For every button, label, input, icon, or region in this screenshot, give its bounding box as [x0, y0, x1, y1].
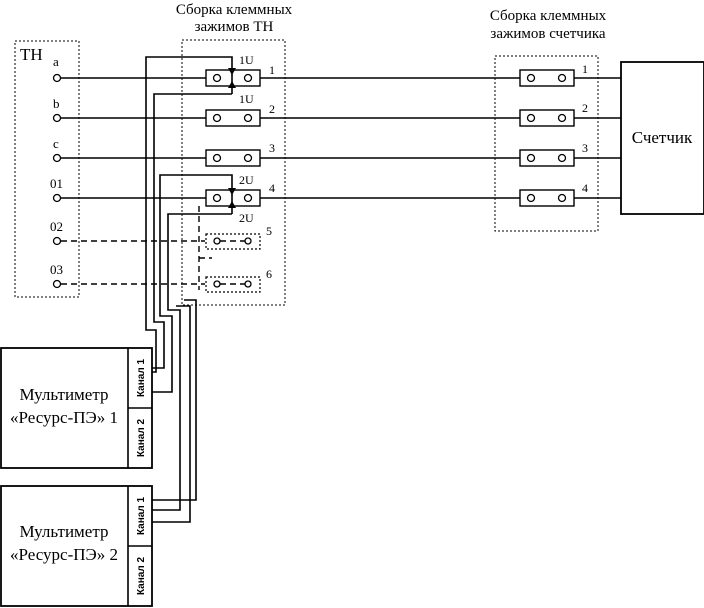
tn-label: ТН [20, 45, 43, 64]
tn-block-title-line1: Сборка клеммных [176, 2, 293, 18]
meter-terminal-2-left-screw [526, 113, 536, 123]
meter-terminal-4 [519, 189, 575, 207]
meter-terminal-2-number: 2 [582, 101, 588, 115]
meter-terminal-2-right-screw [557, 113, 567, 123]
tn-terminal-6-left-screw [213, 280, 221, 288]
meter-terminal-1-right-screw [557, 73, 567, 83]
tn-terminal-a-label: a [53, 54, 59, 69]
tn-terminal-2-left-screw [212, 113, 222, 123]
lead-2u-a [151, 174, 233, 393]
tag-1u-bottom: 1U [239, 92, 254, 106]
tag-1u-top: 1U [239, 53, 254, 67]
multimeter-2-channel-2: Канал 2 [136, 557, 147, 596]
lead-1u-a [145, 56, 233, 373]
probe-2u-arrow-down [228, 188, 236, 195]
multimeter-1 [0, 347, 153, 469]
meter-terminal-1-left-screw [526, 73, 536, 83]
tn-terminal-5-left-screw [213, 237, 221, 245]
multimeter-1-channel-2: Канал 2 [136, 419, 147, 458]
meter-terminal-3 [519, 149, 575, 167]
tn-terminal-b-label: b [53, 96, 60, 111]
tn-terminal-6-number: 6 [266, 267, 272, 281]
meter-terminal-4-number: 4 [582, 181, 588, 195]
tn-terminal-01-label: 01 [50, 176, 63, 191]
tn-terminal-2 [205, 109, 261, 127]
tn-terminal-5-right-screw [244, 237, 252, 245]
tn-terminal-a [52, 73, 62, 83]
tn-terminal-2-right-screw [243, 113, 253, 123]
multimeter-1-line2: «Ресурс-ПЭ» 1 [10, 408, 118, 427]
tn-terminal-4-left-screw [212, 193, 222, 203]
meter-terminal-3-number: 3 [582, 141, 588, 155]
lead-1u-b [151, 93, 232, 369]
tag-2u-bottom: 2U [239, 211, 254, 225]
meter-block-title-line2: зажимов счетчика [490, 26, 606, 42]
tn-terminal-02 [52, 236, 62, 246]
meter-block-title-line1: Сборка клеммных [490, 8, 607, 24]
meter-terminal-3-left-screw [526, 153, 536, 163]
multimeter-2 [0, 485, 153, 607]
tn-terminal-3-left-screw [212, 153, 222, 163]
meter-terminal-1 [519, 69, 575, 87]
tn-terminal-1-number: 1 [269, 63, 275, 77]
tn-terminal-1-right-screw [243, 73, 253, 83]
multimeter-2-line1: Мультиметр [19, 522, 108, 541]
tn-terminal-3 [205, 149, 261, 167]
meter-terminal-4-left-screw [526, 193, 536, 203]
probe-1u-arrow-down [228, 68, 236, 75]
tn-terminal-c [52, 153, 62, 163]
meter-terminal-4-right-screw [557, 193, 567, 203]
tn-terminal-4-number: 4 [269, 181, 275, 195]
tn-terminal-5-number: 5 [266, 224, 272, 238]
tag-2u-top: 2U [239, 173, 254, 187]
tn-terminal-3-number: 3 [269, 141, 275, 155]
tn-terminal-01 [52, 193, 62, 203]
tn-terminal-b [52, 113, 62, 123]
tn-terminal-6-right-screw [244, 280, 252, 288]
tn-terminal-03 [52, 279, 62, 289]
tn-terminal-02-label: 02 [50, 219, 63, 234]
meter-terminal-block-box [494, 55, 599, 232]
lead-2u-b [151, 213, 232, 511]
meter-terminal-2 [519, 109, 575, 127]
tn-terminal-2-number: 2 [269, 102, 275, 116]
tn-terminal-1-left-screw [212, 73, 222, 83]
meter-label: Счетчик [632, 128, 693, 147]
meter-terminal-1-number: 1 [582, 62, 588, 76]
probe-1u-arrow-up [228, 81, 236, 88]
probe-2u-arrow-up [228, 201, 236, 208]
lead-2u-d [151, 299, 197, 501]
multimeter-2-channel-1: Канал 1 [136, 497, 147, 536]
multimeter-1-channel-1: Канал 1 [136, 359, 147, 398]
lead-2u-c [151, 305, 191, 523]
tn-terminal-03-label: 03 [50, 262, 63, 277]
multimeter-1-line1: Мультиметр [19, 385, 108, 404]
tn-block-title-line2: зажимов ТН [195, 19, 274, 35]
tn-terminal-4-right-screw [243, 193, 253, 203]
tn-box [14, 40, 80, 298]
tn-terminal-3-right-screw [243, 153, 253, 163]
multimeter-2-line2: «Ресурс-ПЭ» 2 [10, 545, 118, 564]
tn-terminal-c-label: c [53, 136, 59, 151]
meter-box [620, 61, 704, 215]
meter-terminal-3-right-screw [557, 153, 567, 163]
